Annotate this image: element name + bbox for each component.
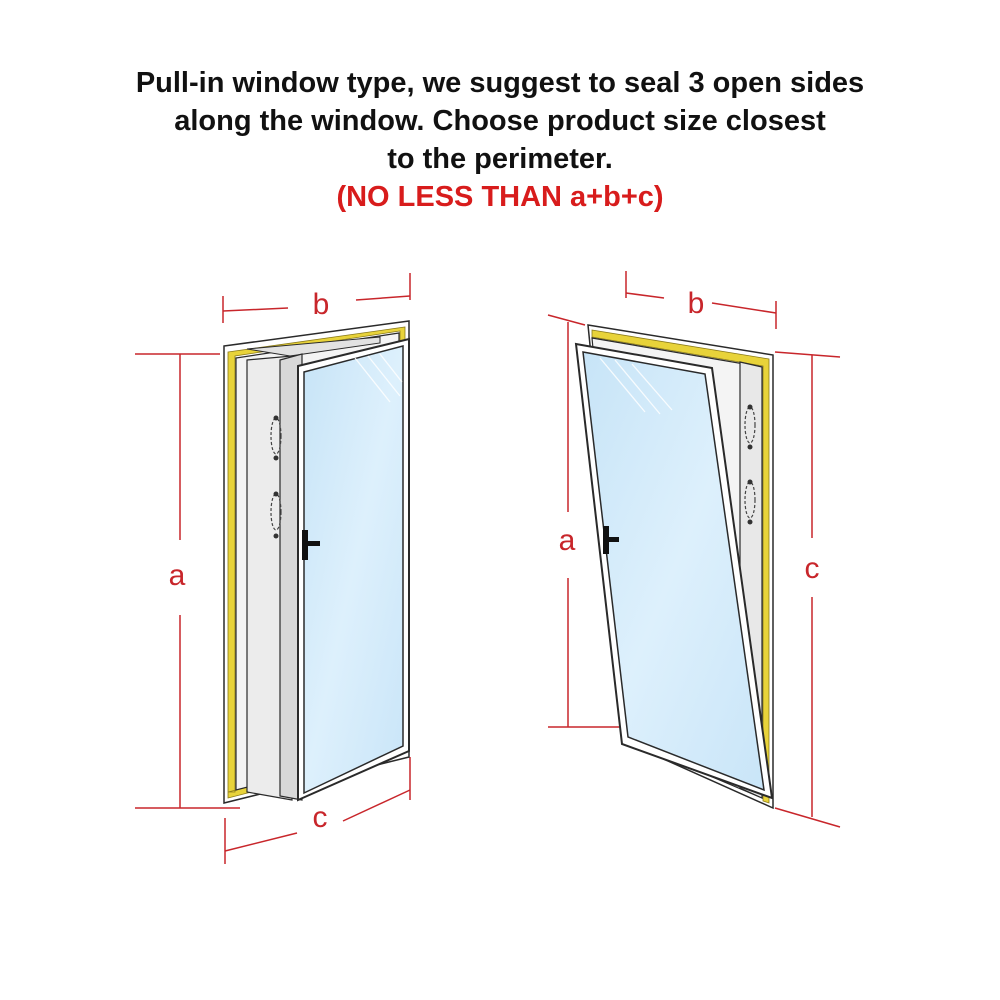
right-dimension-a-label: a <box>559 524 576 557</box>
right-window-diagram: b a c <box>547 271 841 828</box>
heading-line-1: Pull-in window type, we suggest to seal … <box>135 67 865 99</box>
left-dimension-c-label: c <box>313 801 328 834</box>
left-dimension-a-label: a <box>169 559 186 592</box>
right-glass-reflection <box>599 357 673 415</box>
left-fasteners <box>270 417 282 531</box>
left-dimension-lines <box>135 273 411 864</box>
left-dimension-b-label: b <box>313 288 330 321</box>
right-fasteners <box>744 406 756 519</box>
left-fastener-dots <box>273 415 279 539</box>
left-window-glass <box>303 345 404 795</box>
left-top-reveal <box>246 336 381 357</box>
size-warning-note: (NO LESS THAN a+b+c) <box>336 181 664 213</box>
right-window-glass <box>582 351 765 792</box>
left-window-diagram: b a c <box>135 273 411 864</box>
left-sash-edge <box>279 353 303 801</box>
heading-line-2: along the window. Choose product size cl… <box>174 105 826 137</box>
heading-line-3: to the perimeter. <box>387 143 613 175</box>
right-dimension-c-label: c <box>805 552 820 585</box>
right-window-handle-icon <box>603 526 619 554</box>
left-glass-reflection <box>354 353 403 403</box>
right-dimension-b-label: b <box>688 287 705 320</box>
right-fastener-dots <box>747 404 753 525</box>
instruction-heading: Pull-in window type, we suggest to seal … <box>0 64 1000 216</box>
left-window-handle-icon <box>302 530 320 560</box>
right-dimension-lines <box>547 271 841 828</box>
right-seal-tape <box>591 329 770 804</box>
